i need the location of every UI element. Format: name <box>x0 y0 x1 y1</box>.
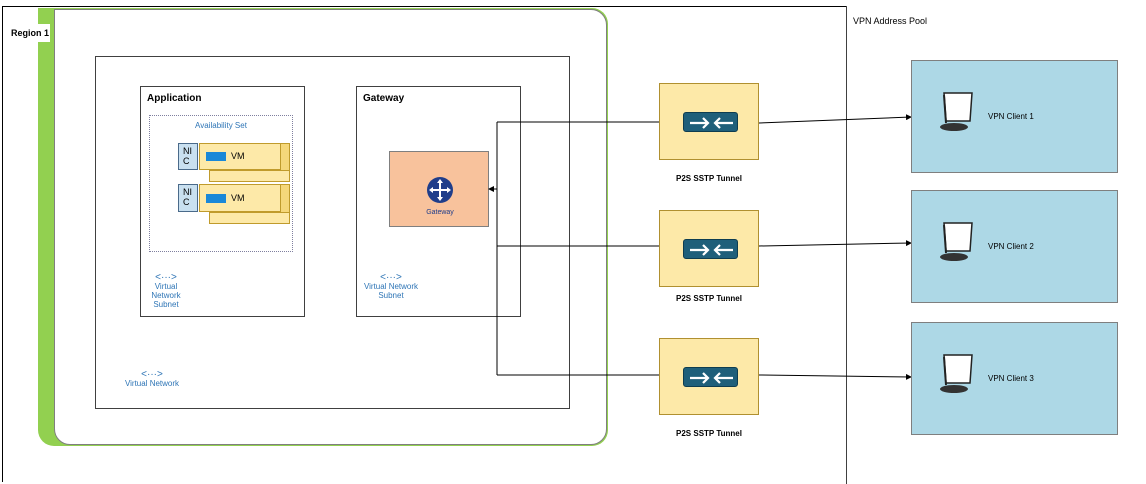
tunnel-3-label: P2S SSTP Tunnel <box>676 429 742 438</box>
gw-subnet-label-2: Subnet <box>378 291 404 300</box>
arrows-icon <box>690 244 733 256</box>
availability-set-label: Availability Set <box>195 121 247 130</box>
vm-1-bottom <box>209 170 290 182</box>
vpn-client-1-label: VPN Client 1 <box>988 112 1034 121</box>
vnet-label: Virtual Network <box>124 379 180 388</box>
tunnel-1-icon <box>683 112 738 132</box>
tunnel-2 <box>659 210 759 287</box>
tunnel-2-label: P2S SSTP Tunnel <box>676 294 742 303</box>
gateway-box: Gateway <box>389 151 489 227</box>
app-subnet-label-1: Virtual Network <box>151 282 181 300</box>
app-subnet-icon: <···> <box>155 272 177 283</box>
vpn-client-3-label: VPN Client 3 <box>988 374 1034 383</box>
availability-set: Availability Set <box>149 115 293 252</box>
vm-1: VM <box>199 143 281 170</box>
app-subnet-label-group: <···> Virtual Network Subnet <box>140 272 192 310</box>
vm-1-label: VM <box>231 151 245 161</box>
vnet-icon: <···> <box>141 369 163 380</box>
vm-1-monitor-icon <box>206 152 226 161</box>
line-tunnel-1-client-1 <box>758 114 912 124</box>
arrows-icon <box>690 117 733 129</box>
tunnel-3-icon <box>683 367 738 387</box>
vpn-client-1: VPN Client 1 <box>911 60 1118 173</box>
app-subnet-label-2: Subnet <box>153 300 179 309</box>
gw-subnet-label-1: Virtual Network <box>363 282 419 291</box>
line-tunnel-2-client-2 <box>758 240 912 247</box>
tunnel-2-icon <box>683 239 738 259</box>
application-title: Application <box>147 93 202 104</box>
gateway-subnet-title: Gateway <box>363 93 405 104</box>
vm-2-monitor-icon <box>206 194 226 203</box>
vm-2-nic: NI C <box>178 184 198 212</box>
vm-2-label: VM <box>231 193 245 203</box>
tunnel-1-label: P2S SSTP Tunnel <box>676 174 742 183</box>
monitor-icon <box>940 354 973 393</box>
monitor-icon <box>940 222 973 261</box>
vm-1-nic: NI C <box>178 143 198 170</box>
tunnel-3 <box>659 338 759 415</box>
line-tunnel-3-client-3 <box>758 373 912 380</box>
pool-title: VPN Address Pool <box>853 16 928 26</box>
region-label: Region 1 <box>7 24 50 42</box>
vm-2: VM <box>199 184 281 212</box>
router-icon <box>427 177 453 203</box>
gw-subnet-label-group: <···> Virtual Network Subnet <box>361 272 421 301</box>
vpn-client-2-label: VPN Client 2 <box>988 242 1034 251</box>
virtual-network-group: <···> Virtual Network <box>110 369 194 389</box>
gw-subnet-icon: <···> <box>380 272 402 283</box>
vpn-client-2: VPN Client 2 <box>911 190 1118 303</box>
vm-2-bottom <box>209 212 290 224</box>
gateway-label: Gateway <box>426 209 454 216</box>
arrows-icon <box>690 372 733 384</box>
vpn-client-3: VPN Client 3 <box>911 322 1118 435</box>
monitor-icon <box>940 92 973 131</box>
tunnel-1 <box>659 83 759 160</box>
